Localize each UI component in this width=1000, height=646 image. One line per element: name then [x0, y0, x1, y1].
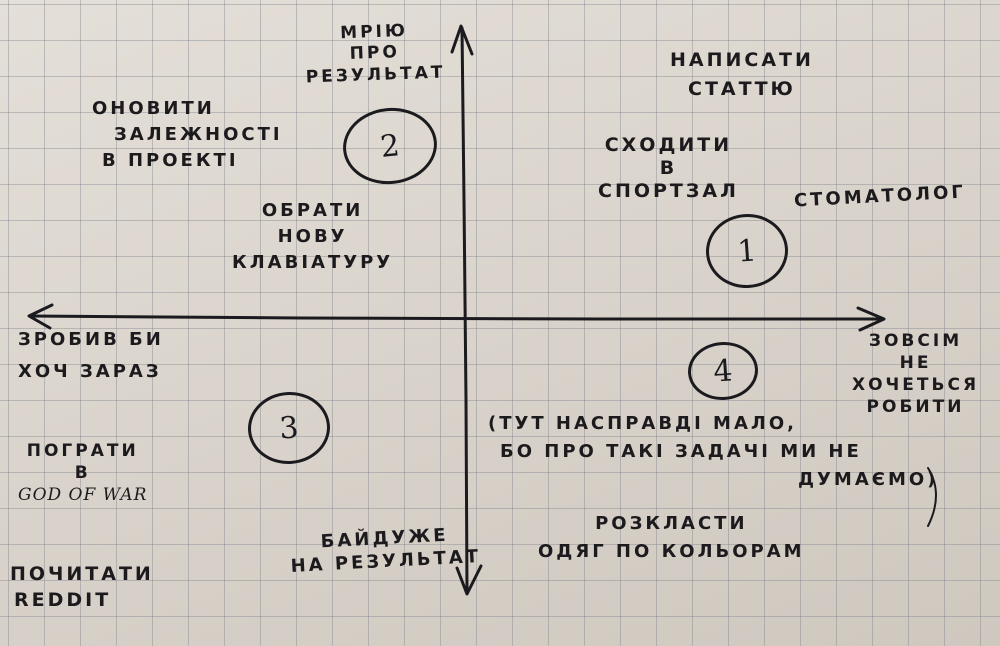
q2-task-1-line-2: залежності	[114, 124, 283, 146]
right-axis-label-line-2: не	[899, 353, 932, 374]
down-arrowhead	[455, 564, 483, 596]
q4-task-2-line-1: розкласти	[595, 513, 748, 534]
q3-task-1-line-1: пограти	[26, 441, 139, 461]
right-arrowhead	[856, 306, 886, 332]
left-axis-label: зробив би хоч зараз	[18, 324, 164, 387]
q3-task-1-line-3: God of war	[18, 485, 148, 506]
closing-bracket	[927, 467, 937, 527]
q1-task-write-article: написати статтю	[670, 46, 814, 105]
top-axis-label: мрію про результат	[304, 20, 446, 89]
right-axis-label-line-3: хочеться	[852, 375, 980, 396]
q4-remark-line-1: (тут насправді мало,	[488, 413, 797, 434]
horizontal-axis	[28, 314, 884, 321]
q2-task-1-line-1: оновити	[92, 98, 215, 119]
left-axis-label-line-1: зробив би	[18, 329, 164, 350]
left-arrowhead	[27, 303, 54, 330]
q2-task-new-keyboard: обрати нову клавіатуру	[232, 198, 393, 276]
q2-task-update-deps: оновити залежності в проекті	[92, 96, 283, 174]
right-axis-label-line-1: зовсім	[868, 331, 963, 351]
q2-task-2-line-3: клавіатуру	[232, 252, 394, 274]
q2-task-1-line-3: в проекті	[102, 150, 239, 172]
q3-task-2-line-2: reddit	[14, 588, 112, 611]
q1-task-2-line-3: спортзал	[598, 179, 739, 202]
q3-task-1-line-2: в	[74, 463, 91, 484]
q2-task-2-line-2: нову	[277, 226, 348, 248]
up-arrowhead	[450, 24, 474, 56]
q1-task-2-line-2: в	[659, 156, 678, 179]
q1-task-1-line-1: написати	[670, 49, 814, 71]
q3-task-read-reddit: почитати reddit	[10, 562, 154, 613]
q4-remark-line-2: бо про такі задачі ми не	[500, 440, 862, 462]
q2-task-2-line-1: обрати	[261, 200, 364, 221]
q4-remark-line-3: думаємо)	[798, 468, 939, 490]
q4-task-sort-clothes: розкласти одяг по кольорам	[538, 510, 805, 566]
vertical-axis	[460, 26, 469, 594]
q4-remark: (тут насправді мало, бо про такі задачі …	[488, 410, 938, 494]
q3-task-play-gow: пограти в God of war	[18, 440, 147, 506]
q1-task-1-line-2: статтю	[688, 78, 796, 101]
right-axis-label-line-4: робити	[866, 397, 965, 418]
right-axis-label: зовсім не хочеться робити	[852, 330, 979, 418]
q1-task-gym: сходити в спортзал	[598, 134, 739, 202]
q1-task-2-line-1: сходити	[604, 134, 733, 156]
left-axis-label-line-2: хоч зараз	[18, 360, 162, 382]
q3-task-2-line-1: почитати	[10, 563, 154, 585]
q4-task-2-line-2: одяг по кольорам	[538, 540, 805, 562]
